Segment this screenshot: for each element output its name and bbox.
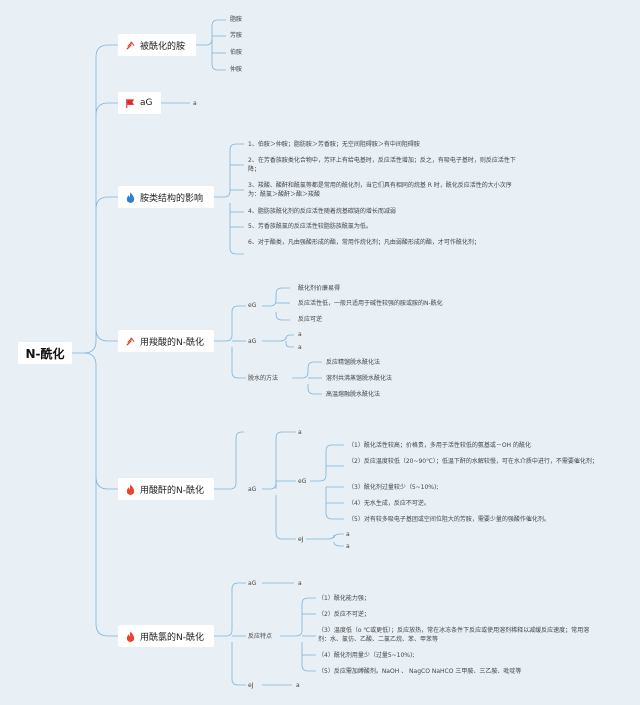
branch-anhydride[interactable]: 用酸酐的N-酰化 <box>118 478 214 500</box>
sub-ej[interactable]: eJ <box>248 682 254 689</box>
leaf-structure-6[interactable]: 6、对于酯类，凡由强酸形成的酯，常用作烷化剂；凡由弱酸形成的酯，才可作酰化剂； <box>248 239 480 246</box>
red-flame-icon <box>126 483 135 495</box>
red-flag-icon <box>126 98 135 108</box>
root-node[interactable]: N-酰化 <box>18 342 72 364</box>
root-label: N-酰化 <box>25 346 65 361</box>
sub-ag[interactable]: aG <box>248 338 257 345</box>
branch-label: aG <box>140 98 153 108</box>
branch-carboxylic-acid[interactable]: 用羧酸的N-酰化 <box>118 330 214 352</box>
leaf-chloride-4[interactable]: （4）酰化剂用量少（过量5~10%); <box>318 652 415 659</box>
leaf-high-temp-melt[interactable]: 高温熔融脱水酰化法 <box>326 391 381 398</box>
leaf-structure-2[interactable]: 2、在芳香族胺类化合物中，芳环上有给电基时，反应活性增加；反之，有吸电子基时，则… <box>248 157 516 173</box>
leaf-structure-5[interactable]: 5、芳香族酰氯的反应活性较脂肪族酰氯为低。 <box>248 223 372 230</box>
leaf-a[interactable]: a <box>296 682 300 689</box>
leaf-low-reactivity[interactable]: 反应活性低，一般只适用于碱性较强的胺或胺的N-酰化 <box>298 300 443 307</box>
leaf-anhydride-1[interactable]: （1）酰化活性较高；价格贵，多用于活性较低的氨基或－OH 的酰化 <box>348 442 531 449</box>
branch-label: 用羧酸的N-酰化 <box>140 337 204 348</box>
leaf-structure-3[interactable]: 3、羧酸、酸酐和酰氯等都是常用的酰化剂，当它们具有相同的烷基 R 时，酰化反应活… <box>248 182 512 198</box>
tools-icon <box>126 40 135 50</box>
leaf-anhydride-4[interactable]: （4）无水生成，反应不可逆。 <box>348 500 430 507</box>
sub-eg[interactable]: eG <box>298 478 307 485</box>
blue-flame-icon <box>126 191 135 203</box>
leaf-structure-1[interactable]: 1、伯胺＞仲胺；脂肪胺＞芳香胺；无空间阻碍胺＞有中间阻碍胺 <box>248 141 420 148</box>
branch-label: 用酰氯的N-酰化 <box>140 632 204 643</box>
leaf-anhydride-5[interactable]: （5）对有较多吸电子基团或空间位阻大的芳胺，需要少量的强酸作催化剂。 <box>348 516 550 523</box>
leaf-chloride-3[interactable]: （3）温度低（o ℃或更低）；反应放热，常在冰冻条件下反应或使用溶剂稀释以减缓反… <box>318 627 590 643</box>
leaf-cheap-acylating-agent[interactable]: 酰化剂价廉易得 <box>298 285 341 292</box>
branch-acylated-amine[interactable]: 被酰化的胺 <box>118 34 196 56</box>
leaf-a[interactable]: a <box>346 531 350 538</box>
branch-label: 用酸酐的N-酰化 <box>140 485 204 496</box>
leaf-azeotropic-distillation[interactable]: 溶剂共沸蒸馏脱水酰化法 <box>326 375 393 382</box>
branch-acyl-chloride[interactable]: 用酰氯的N-酰化 <box>118 625 214 647</box>
leaf-chloride-5[interactable]: （5）反应需加缚酸剂。NaOH 、 NagCO NaHCO 三甲胺、三乙胺、吡啶… <box>318 668 522 675</box>
leaf-anhydride-3[interactable]: （3）酰化剂过量较少（5~10%); <box>348 484 439 491</box>
leaf-a[interactable]: a <box>298 580 302 587</box>
leaf-ag-a[interactable]: a <box>193 100 197 107</box>
red-flame-icon <box>126 630 135 642</box>
sub-eg[interactable]: eG <box>248 302 257 309</box>
leaf-chloride-2[interactable]: （2）反应不可逆； <box>318 611 370 618</box>
leaf-a[interactable]: a <box>298 429 302 436</box>
leaf-ag-a[interactable]: a <box>298 344 302 351</box>
branch-ag[interactable]: aG <box>118 92 161 114</box>
leaf-structure-4[interactable]: 4、脂肪族酰化剂的反应活性随着烷基碳链的增长而减弱 <box>248 208 396 215</box>
leaf-aromatic-amine[interactable]: 芳胺 <box>230 32 243 39</box>
tools-icon <box>126 336 135 346</box>
leaf-chloride-1[interactable]: （1）酰化能力强； <box>318 595 370 602</box>
leaf-aliphatic-amine[interactable]: 脂胺 <box>230 16 243 23</box>
sub-ag[interactable]: aG <box>248 580 257 587</box>
leaf-a[interactable]: a <box>346 543 350 550</box>
sub-dehydration-methods[interactable]: 脱水的方法 <box>248 375 279 382</box>
leaf-primary-amine[interactable]: 伯胺 <box>230 49 243 56</box>
leaf-reactive-distillation[interactable]: 反应精馏脱水酰化法 <box>326 359 381 366</box>
sub-ej[interactable]: eJ <box>298 536 304 543</box>
leaf-ag-a[interactable]: a <box>298 331 302 338</box>
sub-reaction-features[interactable]: 反应特点 <box>248 633 273 640</box>
sub-ag[interactable]: aG <box>248 486 257 493</box>
branch-amine-structure-effect[interactable]: 胺类结构的影响 <box>118 186 214 208</box>
leaf-secondary-amine[interactable]: 仲胺 <box>230 66 243 73</box>
leaf-reversible[interactable]: 反应可逆 <box>298 316 323 323</box>
branch-label: 被酰化的胺 <box>140 41 186 52</box>
leaf-anhydride-2[interactable]: （2）反应温度较低（20~90℃）；低温下酐的水解较慢，可在水介质中进行，不需要… <box>348 458 598 465</box>
branch-label: 胺类结构的影响 <box>140 193 204 204</box>
